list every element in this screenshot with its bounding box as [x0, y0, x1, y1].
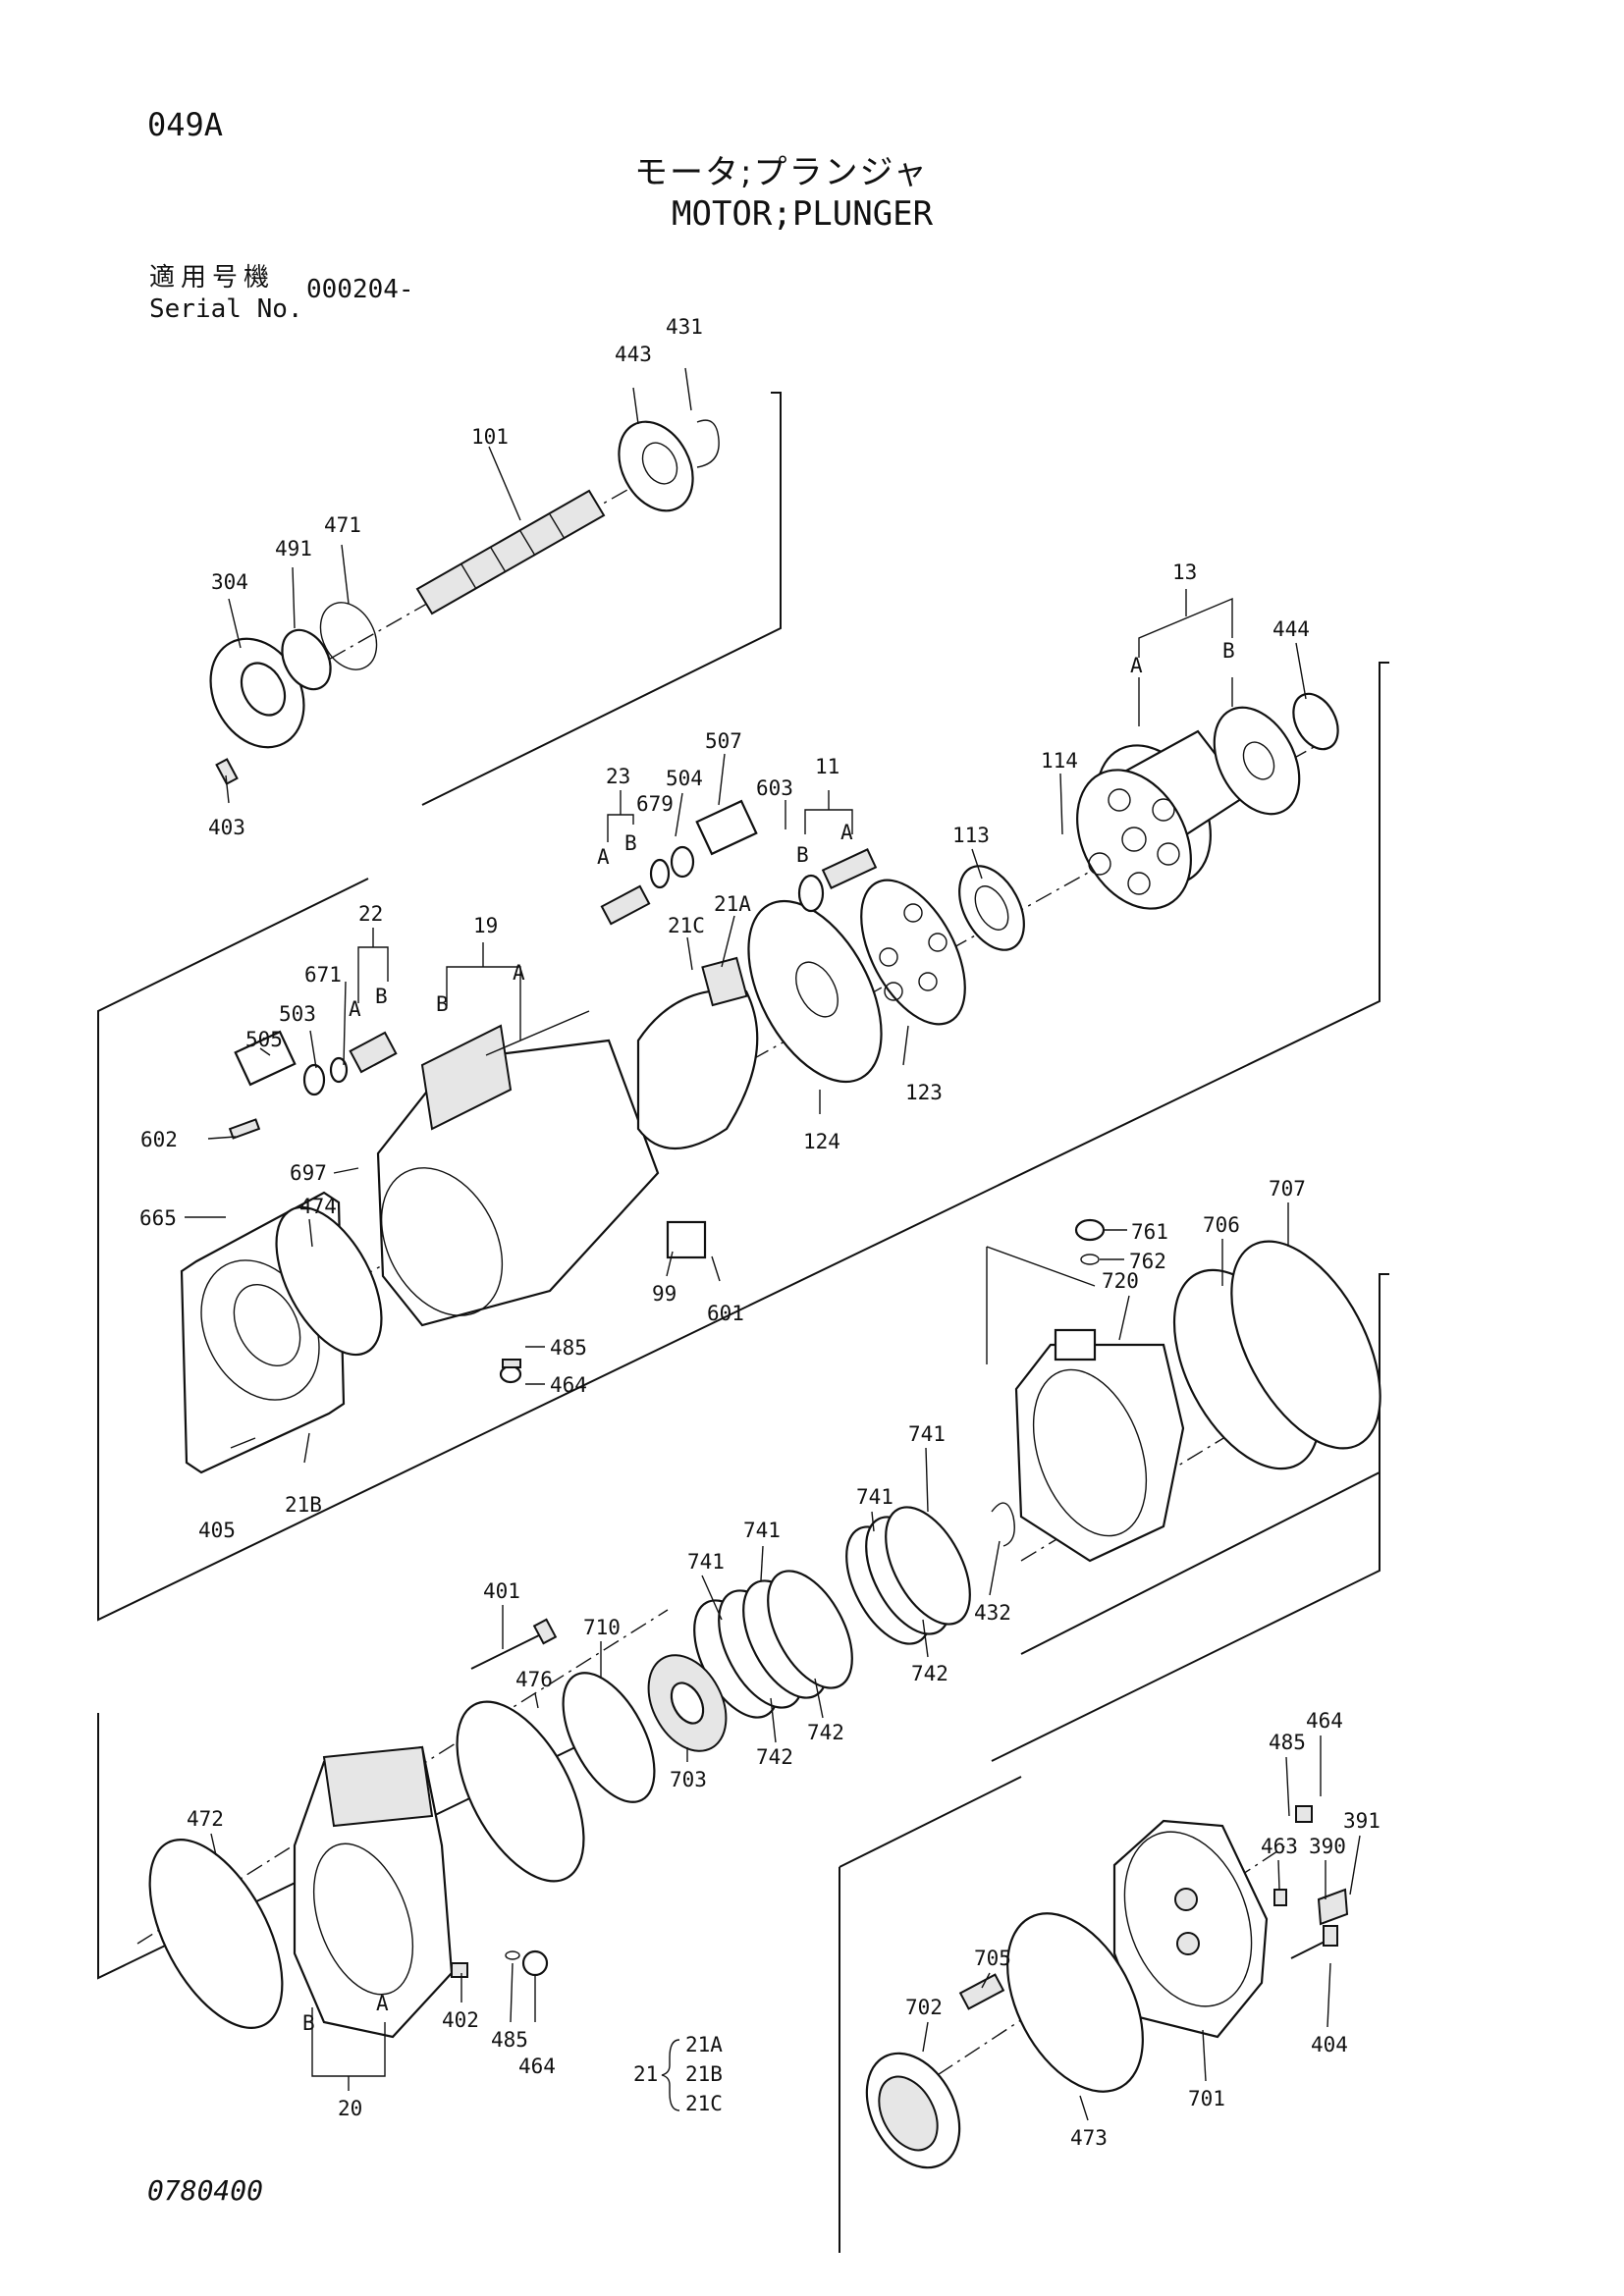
part-label: 742: [756, 1745, 793, 1769]
part-label: 21C: [668, 914, 705, 937]
part-label: 403: [208, 816, 245, 839]
brake-group: [148, 1218, 1381, 2039]
part-label: 19: [473, 914, 498, 937]
part-label: 21: [633, 2062, 658, 2086]
part-label: 706: [1203, 1213, 1240, 1237]
part-label: 471: [324, 513, 361, 537]
part-label: 710: [583, 1616, 621, 1639]
part-label: 464: [1306, 1709, 1343, 1733]
part-label: 503: [279, 1002, 316, 1026]
part-label: B: [796, 843, 809, 867]
part-label: 431: [666, 315, 703, 339]
part-label: 113: [952, 824, 990, 847]
part-label: 124: [803, 1130, 840, 1153]
part-label: 21B: [285, 1493, 322, 1517]
part-label: 472: [187, 1807, 224, 1831]
part-label: 123: [905, 1081, 943, 1104]
part-label: 602: [140, 1128, 178, 1151]
part-label: 391: [1343, 1809, 1380, 1833]
part-label: B: [624, 831, 637, 855]
part-label: 504: [666, 767, 703, 790]
part-label: 742: [911, 1662, 948, 1685]
serial-label-english: Serial No.: [149, 294, 303, 324]
part-label: 485: [1269, 1731, 1306, 1754]
page-code: 049A: [147, 106, 224, 143]
leader-lines: [185, 367, 1361, 2121]
part-label: 707: [1269, 1177, 1306, 1201]
part-label: 703: [670, 1768, 707, 1791]
part-label: 444: [1272, 617, 1310, 641]
part-label: 491: [275, 537, 312, 561]
part-label: 390: [1309, 1835, 1346, 1858]
part-label: B: [436, 992, 449, 1016]
part-label: A: [597, 845, 610, 869]
part-labels: 431 443 101 471 491 304 403 13 A B 444 1…: [139, 315, 1380, 2150]
part-label: 401: [483, 1579, 520, 1603]
part-label: 464: [550, 1373, 587, 1397]
part-label: 705: [974, 1947, 1011, 1970]
part-label: 21C: [685, 2092, 723, 2115]
part-label: 697: [290, 1161, 327, 1185]
part-label: 720: [1102, 1269, 1139, 1293]
part-label: 464: [518, 2055, 556, 2078]
part-label: 304: [211, 570, 248, 594]
part-label: 476: [515, 1668, 553, 1691]
part-label: B: [1222, 639, 1235, 663]
part-label: 761: [1131, 1220, 1168, 1244]
part-label: 21A: [685, 2033, 723, 2056]
part-label: 701: [1188, 2087, 1225, 2110]
part-label: 485: [550, 1336, 587, 1360]
part-label: A: [513, 961, 525, 985]
part-label: 742: [807, 1721, 844, 1744]
serial-label-japanese: 適用号機: [149, 263, 276, 293]
part-label: 702: [905, 1996, 943, 2019]
part-label: 741: [856, 1485, 893, 1509]
part-label: 404: [1311, 2033, 1348, 2056]
part-label: 741: [687, 1550, 725, 1574]
part-label: B: [375, 985, 388, 1008]
part-label: 11: [815, 755, 839, 778]
drawing-code: 0780400: [147, 2174, 264, 2207]
part-label: 507: [705, 729, 742, 753]
part-label: 601: [707, 1302, 744, 1325]
part-label: 473: [1070, 2126, 1108, 2150]
part-label: 402: [442, 2008, 479, 2032]
part-label: 485: [491, 2028, 528, 2052]
part-label: 22: [358, 902, 383, 926]
part-label: 114: [1041, 749, 1078, 773]
part-label: A: [349, 997, 361, 1021]
part-label: 463: [1261, 1835, 1298, 1858]
part-label: 741: [743, 1519, 781, 1542]
serial-number-value: 000204-: [306, 275, 414, 304]
part-label: 741: [908, 1422, 946, 1446]
casing-group: [180, 692, 1339, 1474]
part-label: 432: [974, 1601, 1011, 1625]
part-label: 762: [1129, 1250, 1166, 1273]
part-label: 603: [756, 776, 793, 800]
part-label: 505: [245, 1028, 283, 1051]
part-label: 443: [615, 343, 652, 366]
part-label: 20: [338, 2097, 362, 2120]
part-label: 671: [304, 963, 342, 987]
part-label: 21A: [714, 892, 751, 916]
part-label: 23: [606, 765, 630, 788]
part-label: 101: [471, 425, 509, 449]
part-label: 13: [1172, 561, 1197, 584]
part-label: B: [302, 2011, 315, 2035]
part-label: 405: [198, 1519, 236, 1542]
part-label: A: [1130, 654, 1143, 677]
title-japanese: モータ;プランジャ: [634, 153, 929, 192]
part-label: A: [840, 821, 853, 844]
part-label: 679: [636, 792, 674, 816]
part-label: 665: [139, 1206, 177, 1230]
part-label: A: [376, 1992, 389, 2015]
title-english: MOTOR;PLUNGER: [672, 194, 934, 234]
cover-group: [865, 1805, 1349, 2169]
part-label: 99: [652, 1282, 677, 1306]
part-label: 21B: [685, 2062, 723, 2086]
part-label: 474: [299, 1195, 337, 1218]
shaft-group: [209, 419, 720, 785]
